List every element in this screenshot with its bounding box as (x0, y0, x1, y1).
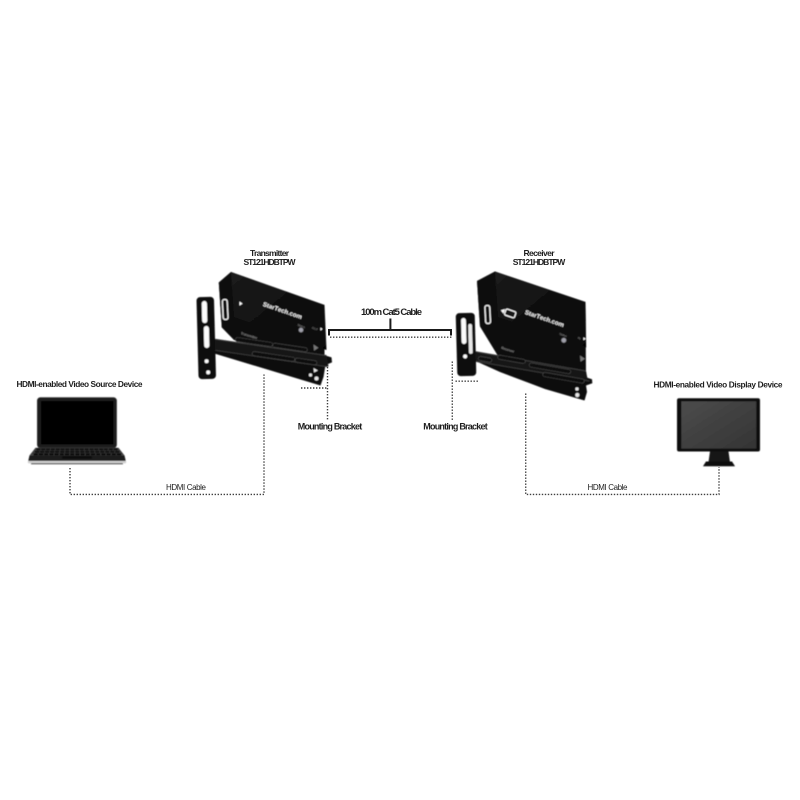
svg-text:Status: Status (297, 323, 306, 330)
svg-text:HDMI Cable: HDMI Cable (588, 483, 629, 492)
svg-text:OUT: OUT (311, 326, 318, 332)
svg-text:Receiver: Receiver (524, 248, 556, 258)
svg-text:Mounting Bracket: Mounting Bracket (423, 422, 488, 432)
svg-text:Transmitter: Transmitter (240, 331, 258, 340)
svg-text:HDMI Cable: HDMI Cable (166, 483, 207, 492)
svg-text:IN: IN (577, 336, 581, 341)
svg-text:Receiver: Receiver (501, 346, 516, 354)
svg-text:100m Cat5 Cable: 100m Cat5 Cable (361, 307, 422, 318)
svg-text:ST121HDBTPW: ST121HDBTPW (513, 257, 566, 267)
svg-text:Mounting Bracket: Mounting Bracket (298, 422, 363, 432)
svg-text:Status: Status (559, 332, 568, 339)
svg-text:Transmitter: Transmitter (250, 248, 290, 258)
svg-text:HDMI-enabled Video Source Devi: HDMI-enabled Video Source Device (17, 379, 143, 389)
svg-text:ST121HDBTPW: ST121HDBTPW (244, 257, 297, 267)
svg-text:HDMI-enabled Video Display Dev: HDMI-enabled Video Display Device (654, 380, 783, 390)
